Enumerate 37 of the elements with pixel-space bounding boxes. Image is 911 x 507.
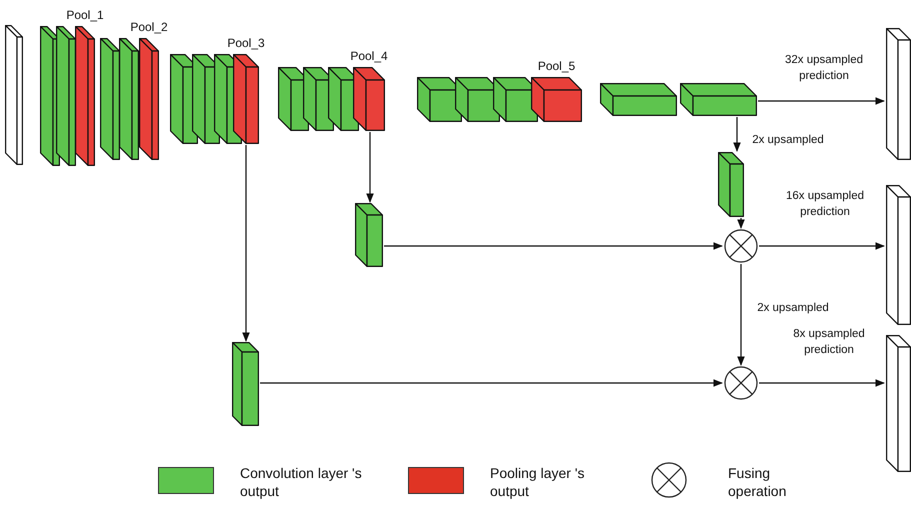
arrow	[759, 242, 885, 250]
output-slab	[886, 335, 911, 472]
layer-block	[232, 342, 259, 426]
pool-label: Pool_3	[227, 37, 265, 49]
layer-block	[139, 38, 159, 160]
legend-text: Fusing operation	[728, 464, 788, 500]
output-slab	[886, 28, 911, 160]
layer-block	[680, 83, 757, 116]
layer-block	[355, 203, 383, 267]
layer-block	[600, 83, 677, 116]
pool-label: Pool_1	[66, 9, 104, 21]
arrow	[737, 218, 745, 229]
arrow	[758, 97, 885, 105]
pool-label: Pool_4	[350, 50, 388, 62]
layer-block	[531, 77, 582, 122]
arrow	[737, 264, 745, 366]
layer-block	[353, 67, 385, 131]
arrow	[384, 242, 723, 250]
arrow	[759, 379, 885, 387]
arrow	[733, 117, 741, 152]
legend-text: Convolution layer 's output	[240, 464, 363, 500]
layer-block	[75, 26, 95, 166]
pool-label: Pool_5	[538, 60, 576, 72]
arrow	[242, 145, 250, 342]
fusion-circle	[724, 229, 758, 263]
pool-label: Pool_2	[130, 21, 168, 33]
layer-block	[100, 38, 120, 160]
output-slab	[5, 25, 23, 165]
arrow	[260, 379, 723, 387]
output-slab	[886, 185, 911, 325]
layer-block	[119, 38, 139, 160]
layer-block	[56, 26, 76, 166]
fusion-circle	[724, 366, 758, 400]
legend-text: Pooling layer 's output	[490, 464, 586, 500]
layer-block	[718, 152, 744, 217]
arrow	[366, 132, 374, 203]
layer-block	[233, 54, 259, 144]
